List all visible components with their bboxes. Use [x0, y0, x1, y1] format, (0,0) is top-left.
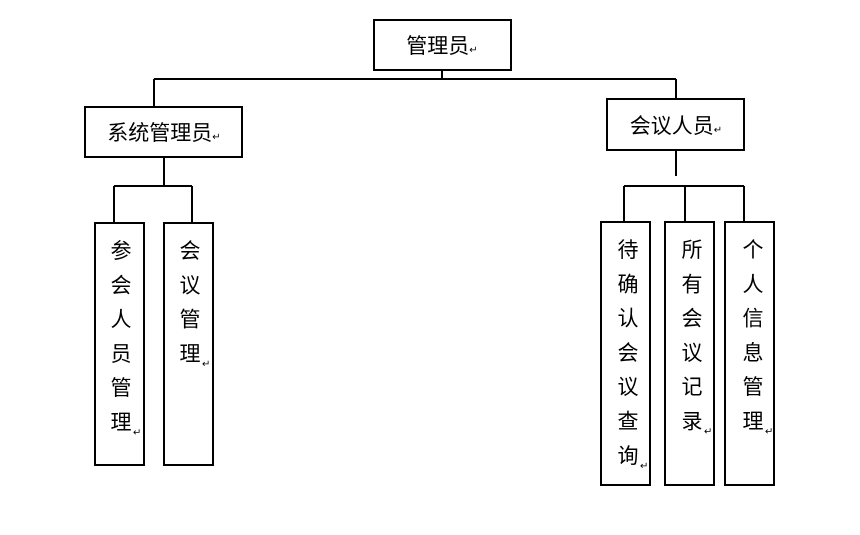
paragraph-mark: ↵ — [765, 427, 773, 438]
leaf-node-char: 记 — [682, 375, 703, 399]
leaf-node-char: 员 — [111, 342, 132, 366]
leaf-node-char: 人 — [111, 308, 132, 332]
leaf-node-char: 会 — [618, 341, 639, 365]
leaf-node-char: 待 — [618, 238, 639, 262]
branch-node-meeting-staff-text: 会议人员 — [630, 114, 714, 138]
leaf-node-char: 息 — [743, 341, 764, 365]
root-node: 管理员↵ — [373, 19, 512, 71]
branch-node-system-admin-text: 系统管理员 — [107, 121, 212, 145]
leaf-node-char: 信 — [743, 307, 764, 331]
leaf-node-label: 会议管理↵ — [180, 239, 211, 370]
leaf-node-char: 理 — [743, 410, 764, 434]
leaf-node-char: 理 — [111, 411, 132, 435]
leaf-node-char: 管 — [743, 375, 764, 399]
branch-node-meeting-staff: 会议人员↵ — [606, 98, 745, 151]
leaf-node-char: 询 — [618, 444, 639, 468]
leaf-node-box — [600, 221, 651, 486]
branch-node-system-admin: 系统管理员↵ — [84, 106, 243, 158]
leaf-node-char: 议 — [180, 273, 201, 297]
leaf-node-char: 会 — [682, 307, 703, 331]
leaf-node-char: 会 — [111, 273, 132, 297]
leaf-node-box — [724, 221, 775, 486]
paragraph-mark: ↵ — [212, 132, 220, 143]
leaf-node-attendee-management: 参会人员管理↵ — [94, 222, 145, 466]
leaf-node-char: 查 — [618, 410, 639, 434]
leaf-node-personal-info-management: 个人信息管理↵ — [724, 221, 775, 486]
leaf-node-pending-meeting-query: 待确认会议查询↵ — [600, 221, 651, 486]
leaf-node-char: 确 — [618, 272, 639, 296]
leaf-node-box — [94, 222, 145, 466]
leaf-node-char: 理 — [180, 342, 201, 366]
paragraph-mark: ↵ — [704, 427, 712, 438]
branch-node-meeting-staff-box — [606, 98, 745, 151]
leaf-node-label: 个人信息管理↵ — [743, 238, 774, 438]
leaf-node-label: 参会人员管理↵ — [111, 239, 142, 439]
leaf-node-char: 议 — [682, 341, 703, 365]
connectors — [113, 70, 745, 223]
leaf-node-char: 所 — [682, 238, 703, 262]
leaf-node-box — [664, 221, 715, 486]
leaf-node-char: 个 — [743, 238, 764, 262]
leaf-node-char: 议 — [618, 375, 639, 399]
leaf-node-meeting-management: 会议管理↵ — [163, 222, 214, 466]
branch-node-meeting-staff-label: 会议人员↵ — [630, 114, 722, 138]
paragraph-mark: ↵ — [640, 461, 648, 472]
leaf-node-char: 参 — [111, 239, 132, 263]
leaf-node-char: 认 — [618, 307, 639, 331]
root-node-label: 管理员↵ — [406, 34, 477, 58]
branch-node-system-admin-box — [84, 106, 243, 158]
root-node-box — [373, 19, 512, 71]
leaf-node-char: 管 — [111, 376, 132, 400]
paragraph-mark: ↵ — [133, 428, 141, 439]
paragraph-mark: ↵ — [202, 359, 210, 370]
paragraph-mark: ↵ — [469, 45, 477, 56]
leaf-node-char: 人 — [743, 272, 764, 296]
root-node-text: 管理员 — [406, 34, 469, 58]
leaf-node-char: 有 — [682, 272, 703, 296]
leaf-node-char: 会 — [180, 239, 201, 263]
leaf-node-box — [163, 222, 214, 466]
branch-node-system-admin-label: 系统管理员↵ — [107, 121, 220, 145]
paragraph-mark: ↵ — [714, 125, 722, 136]
leaf-node-all-meeting-records: 所有会议记录↵ — [664, 221, 715, 486]
leaf-node-label: 所有会议记录↵ — [682, 238, 713, 438]
leaf-node-char: 录 — [682, 410, 703, 434]
leaf-node-char: 管 — [180, 308, 201, 332]
leaf-node-label: 待确认会议查询↵ — [618, 238, 649, 472]
